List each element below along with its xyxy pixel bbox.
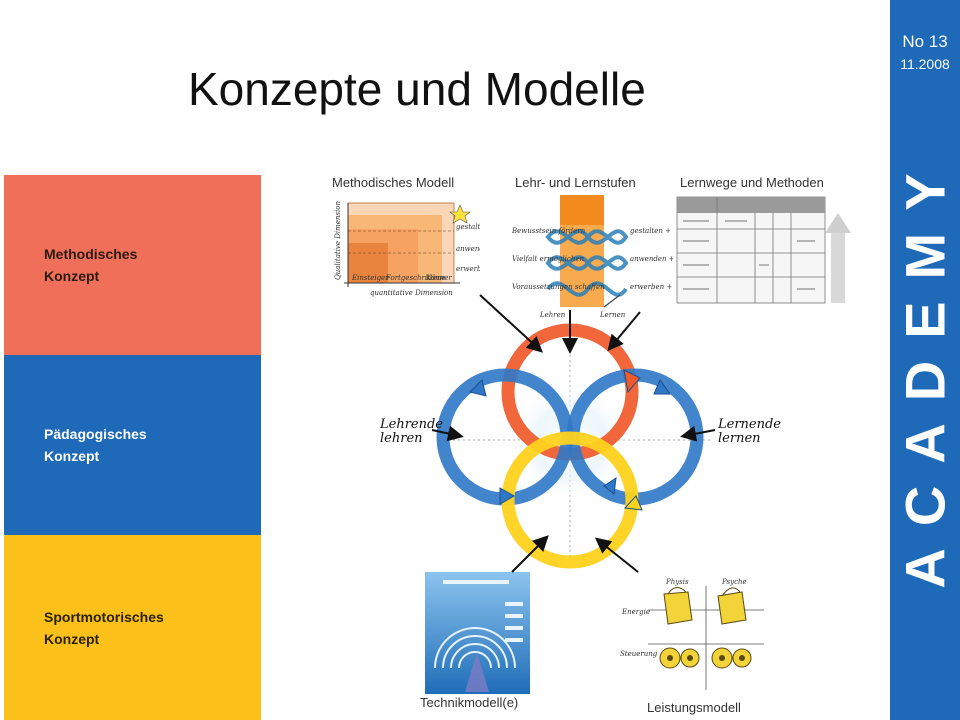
stufen-model-sketch: Bewusstsein fördern Vielfalt ermöglichen… bbox=[511, 195, 673, 319]
stufen-left-2: Vielfalt ermöglichen bbox=[512, 255, 584, 263]
methodisch-x-axis: quantitative Dimension bbox=[370, 289, 453, 297]
concept-sportmotorisch: Sportmotorisches Konzept bbox=[4, 535, 261, 720]
label-lernende-line2: lernen bbox=[718, 431, 761, 446]
stufen-bottom-lehren: Lehren bbox=[539, 311, 566, 319]
academy-wordmark: ACADEMY bbox=[893, 151, 957, 589]
label-lernende: Lernende lernen bbox=[718, 418, 781, 446]
stufen-left-1: Bewusstsein fördern bbox=[511, 227, 586, 235]
stufen-right-3: erwerben + festigen bbox=[630, 283, 673, 291]
concept-sport-line1: Sportmotorisches bbox=[44, 608, 164, 625]
label-lehrende: Lehrende lehren bbox=[380, 418, 443, 446]
methodisch-col-koenner: Könner bbox=[425, 274, 452, 282]
leistung-col-physis: Physis bbox=[665, 578, 689, 586]
technik-model-sketch bbox=[425, 572, 530, 694]
leistung-row-steuerung: Steuerung bbox=[620, 650, 658, 658]
up-arrow-icon bbox=[825, 213, 851, 233]
ring-arrow-icon bbox=[469, 369, 671, 511]
gear-icon bbox=[659, 647, 752, 669]
leistung-model-sketch: Physis Psyche Energie Steuerung bbox=[620, 578, 764, 690]
methodisch-col-fortgeschritten: Fortgeschrittene bbox=[385, 274, 446, 282]
label-lehrende-line2: lehren bbox=[380, 431, 423, 446]
psyche-bucket-icon bbox=[717, 587, 747, 625]
page-title: Konzepte und Modelle bbox=[188, 63, 646, 115]
stufen-right-1: gestalten + ergänzen bbox=[630, 227, 673, 235]
issue-number: No 13 bbox=[902, 32, 948, 51]
thumb-label-lernwege: Lernwege und Methoden bbox=[680, 175, 824, 190]
stufen-bottom-lernen: Lernen bbox=[599, 311, 626, 319]
central-ring-diagram bbox=[431, 294, 716, 573]
methodisch-level-1: gestalten + ergänzen bbox=[456, 223, 480, 231]
concept-paedagogisch-line1: Pädagogisches bbox=[44, 426, 147, 442]
leistung-col-psyche: Psyche bbox=[721, 578, 747, 586]
leistung-row-energie: Energie bbox=[621, 608, 650, 616]
concept-sport-line2: Konzept bbox=[44, 630, 100, 647]
concept-paedagogisch: Pädagogisches Konzept bbox=[4, 355, 261, 535]
concept-methodisch-line2: Konzept bbox=[44, 268, 100, 284]
thumb-label-stufen: Lehr- und Lernstufen bbox=[515, 175, 636, 190]
thumb-label-technik: Technikmodell(e) bbox=[420, 695, 519, 710]
concept-methodisch: Methodisches Konzept bbox=[4, 175, 261, 355]
stufen-left-3: Voraussetzungen schaffen bbox=[512, 283, 605, 291]
label-lernende-line1: Lernende bbox=[718, 417, 781, 432]
methodisch-col-einsteiger: Einsteiger bbox=[351, 274, 389, 282]
issue-date: 11.2008 bbox=[900, 56, 950, 72]
thumb-label-leistung: Leistungsmodell bbox=[647, 700, 741, 715]
lernwege-table-sketch bbox=[676, 196, 851, 304]
academy-sidebar: No 13 11.2008 ACADEMY bbox=[890, 0, 960, 720]
methodisch-y-axis: Qualitative Dimension bbox=[334, 201, 342, 280]
thumb-label-methodisch: Methodisches Modell bbox=[332, 175, 455, 190]
stufen-right-2: anwenden + variieren bbox=[630, 255, 673, 263]
methodisch-level-2: anwenden + variieren bbox=[456, 245, 480, 253]
star-icon bbox=[449, 204, 471, 224]
methodisch-model-sketch: Einsteiger Fortgeschrittene Könner gesta… bbox=[334, 201, 480, 297]
methodisch-level-3: erwerben + festigen bbox=[456, 265, 480, 273]
physis-bucket-icon bbox=[663, 587, 693, 625]
concept-paedagogisch-line2: Konzept bbox=[44, 448, 100, 464]
label-lehrende-line1: Lehrende bbox=[380, 417, 443, 432]
concept-methodisch-line1: Methodisches bbox=[44, 246, 138, 262]
